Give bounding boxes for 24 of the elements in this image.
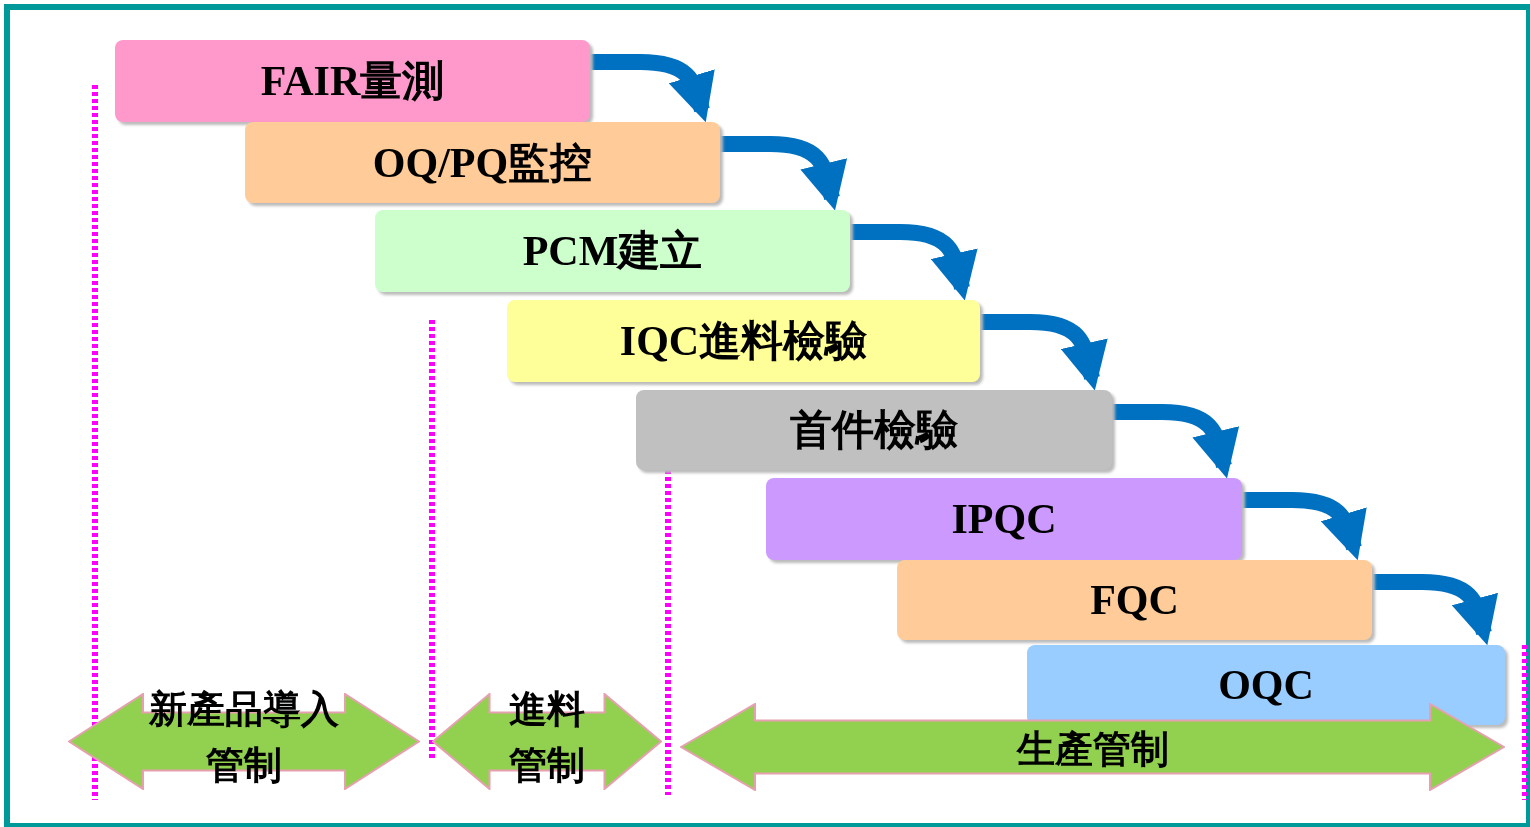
step-label: PCM建立 bbox=[522, 227, 703, 276]
band-label: 生產管制 bbox=[1015, 727, 1170, 772]
step-box bbox=[636, 390, 1112, 470]
curved-arrow bbox=[850, 224, 979, 301]
step-label: 首件檢驗 bbox=[790, 406, 958, 455]
curved-arrow bbox=[980, 314, 1109, 391]
step-box bbox=[766, 478, 1242, 560]
curved-arrow bbox=[590, 54, 716, 123]
curved-arrow bbox=[1242, 492, 1368, 561]
step-box bbox=[507, 300, 980, 382]
step-box bbox=[115, 40, 590, 122]
step-box bbox=[245, 122, 720, 203]
step-label: FAIR量測 bbox=[260, 57, 445, 106]
step-label: FQC bbox=[1090, 576, 1179, 624]
curved-arrow bbox=[1372, 574, 1499, 646]
curved-arrow bbox=[720, 136, 848, 211]
step-box bbox=[375, 210, 850, 292]
step-label: OQC bbox=[1218, 661, 1314, 709]
curved-arrow bbox=[1112, 404, 1240, 479]
step-box bbox=[897, 560, 1372, 640]
step-box bbox=[1027, 645, 1505, 725]
step-label: IQC進料檢驗 bbox=[619, 317, 868, 366]
step-label: IPQC bbox=[951, 495, 1057, 543]
step-label: OQ/PQ監控 bbox=[372, 138, 593, 188]
